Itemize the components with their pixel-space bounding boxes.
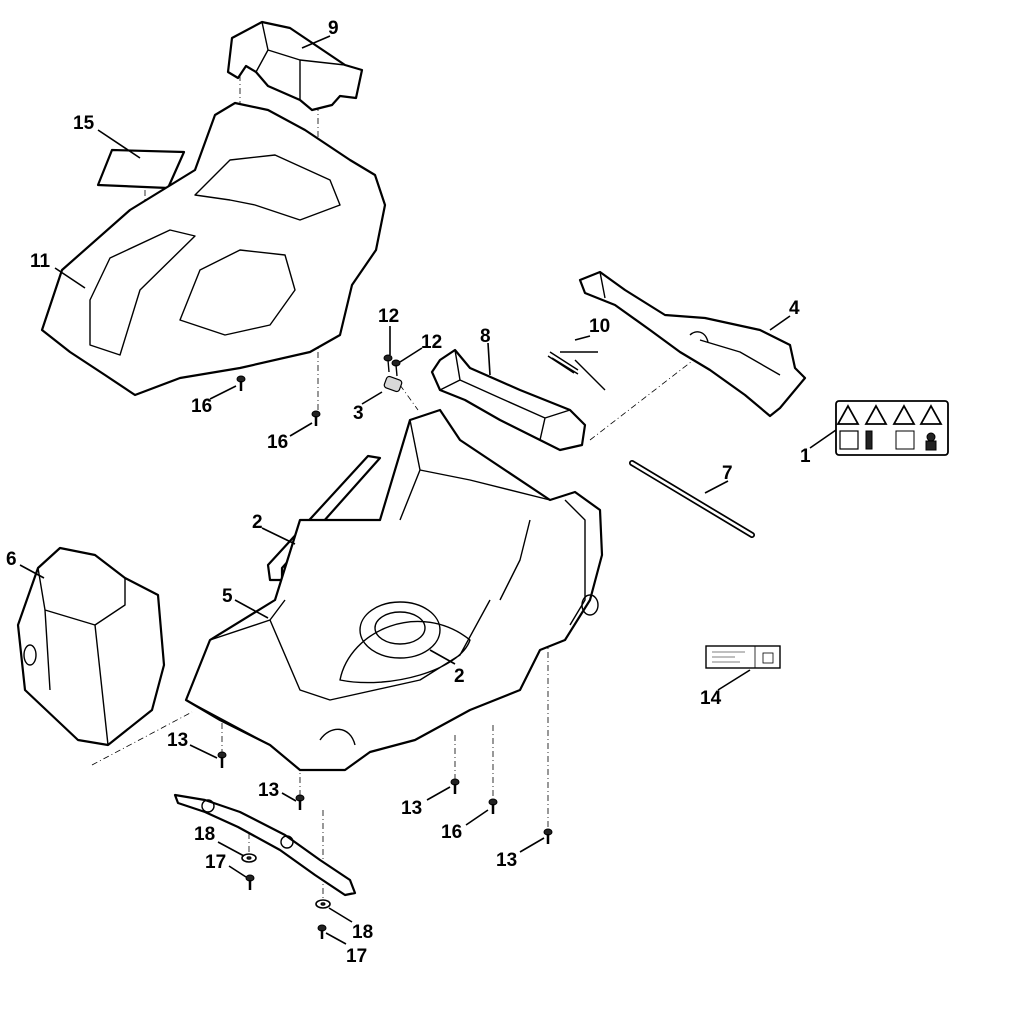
part-5-mower-deck (184, 408, 604, 772)
callout-5: 5 (222, 586, 233, 607)
callout-13-b: 13 (258, 780, 279, 801)
warning-triangle-icons (836, 404, 943, 425)
callout-2-left: 2 (252, 512, 263, 533)
part-17-screw-a (245, 874, 255, 890)
callout-13-a: 13 (167, 730, 188, 751)
part-15-label-sticker (96, 148, 186, 190)
callout-11: 11 (30, 251, 51, 272)
part-13-screw-a (217, 751, 227, 768)
callout-16-bottom: 16 (441, 822, 462, 843)
part-13-screw-b (295, 794, 305, 810)
callout-15: 15 (73, 113, 95, 134)
callout-16-top: 16 (191, 396, 212, 417)
callout-10: 10 (589, 316, 610, 337)
callout-18-bottom: 18 (352, 922, 373, 943)
callout-17-bottom: 17 (346, 946, 367, 967)
part-12-screws (383, 354, 401, 377)
callout-13-c: 13 (401, 798, 422, 819)
callout-3: 3 (353, 403, 364, 424)
part-3-clip (383, 375, 403, 393)
part-17-screw-b (317, 924, 327, 939)
part-13-screw-d (543, 828, 553, 844)
callout-13-d: 13 (496, 850, 517, 871)
part-8-hinge-bracket (430, 348, 587, 452)
callout-9: 9 (328, 18, 339, 39)
part-10-spring (547, 351, 606, 391)
callout-1: 1 (800, 446, 811, 467)
part-18-washer-a (241, 853, 257, 863)
part-9-handle-bracket (226, 20, 364, 112)
callout-17-left: 17 (205, 852, 226, 873)
part-16-screw-b (311, 410, 321, 426)
rear-axle-shaft (173, 793, 357, 897)
callout-16-mid: 16 (267, 432, 288, 453)
callout-6: 6 (6, 549, 17, 570)
part-16-screw-a (236, 375, 246, 391)
callout-7: 7 (722, 463, 733, 484)
part-7-rod (629, 460, 755, 538)
part-4-rear-flap (578, 270, 807, 418)
callout-12-top: 12 (378, 306, 399, 327)
part-6-front-cover (16, 546, 166, 747)
callout-12-right: 12 (421, 332, 442, 353)
callout-numbers: 9 15 11 12 12 8 10 4 3 16 16 1 7 2 6 5 2… (6, 18, 811, 967)
callout-8: 8 (480, 326, 491, 347)
part-1-warning-label (835, 400, 949, 456)
part-11-upper-cover (40, 101, 387, 397)
leader-lines (19, 35, 837, 945)
part-14-data-label (705, 645, 781, 669)
callout-18-left: 18 (194, 824, 215, 845)
instruction-pictogram-icons (839, 430, 937, 451)
part-13-screw-c (450, 778, 460, 794)
part-16-screw-c (488, 798, 498, 814)
part-18-washer-b (315, 899, 331, 909)
callout-14: 14 (700, 688, 722, 709)
callout-4: 4 (789, 298, 800, 319)
callout-2-right: 2 (454, 666, 465, 687)
